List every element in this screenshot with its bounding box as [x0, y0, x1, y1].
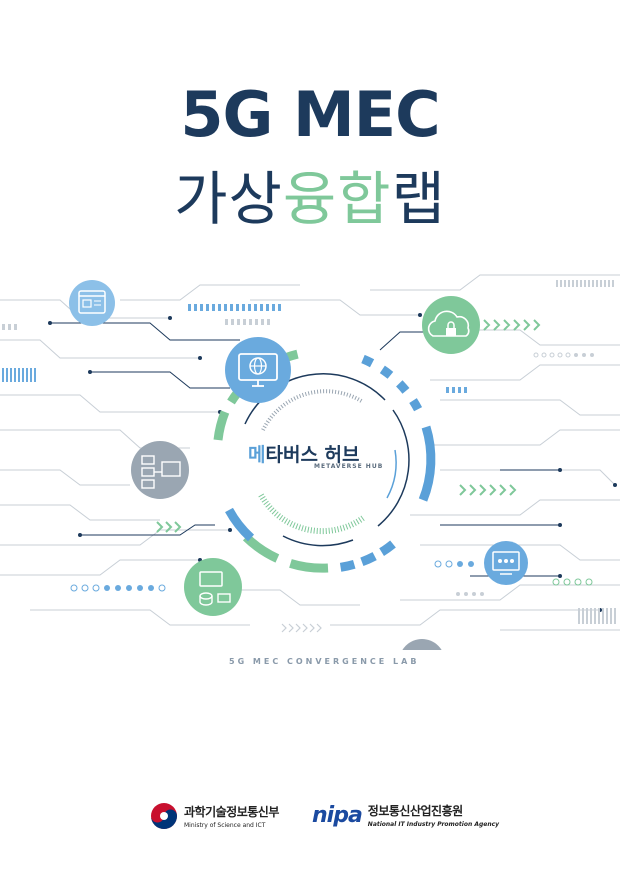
desktop-users-icon: [484, 541, 528, 585]
taegeuk-emblem-icon: [151, 803, 177, 829]
cover-subtitle: 가상융합랩: [0, 152, 620, 236]
footer-logos: 과학기술정보통신부 Ministry of Science and ICT ni…: [0, 800, 620, 840]
msit-name-en: Ministry of Science and ICT: [184, 822, 266, 829]
web-document-icon: [69, 280, 115, 326]
server-network-icon: [131, 441, 189, 499]
metaverse-hub-title: 메타버스 허브: [248, 440, 360, 467]
msit-logo: 과학기술정보통신부 Ministry of Science and ICT: [150, 802, 279, 830]
cover-title: 5G MEC: [180, 78, 440, 151]
subtitle-part-3: 랩: [391, 165, 446, 233]
circuit-illustration: [0, 274, 620, 650]
nipa-logo: nipa 정보통신산업진흥원 National IT Industry Prom…: [312, 802, 500, 829]
cloud-lock-icon: [422, 296, 480, 354]
nipa-name-en: National IT Industry Promotion Agency: [367, 821, 500, 828]
monitor-globe-icon: [225, 337, 291, 403]
metaverse-hub-subtitle: METAVERSE HUB: [314, 463, 384, 470]
nipa-logotype: nipa: [312, 802, 363, 828]
hub-title-rest: 타버스 허브: [265, 444, 360, 466]
lab-caption: 5G MEC CONVERGENCE LAB: [229, 657, 420, 666]
msit-name-kr: 과학기술정보통신부: [184, 805, 279, 819]
hub-title-mark: 메: [248, 444, 266, 466]
nipa-name-kr: 정보통신산업진흥원: [367, 804, 463, 818]
subtitle-part-2: 융합: [282, 165, 392, 233]
database-network-icon: [184, 558, 242, 616]
subtitle-part-1: 가상: [174, 165, 283, 233]
web-network-icon: [402, 639, 442, 650]
